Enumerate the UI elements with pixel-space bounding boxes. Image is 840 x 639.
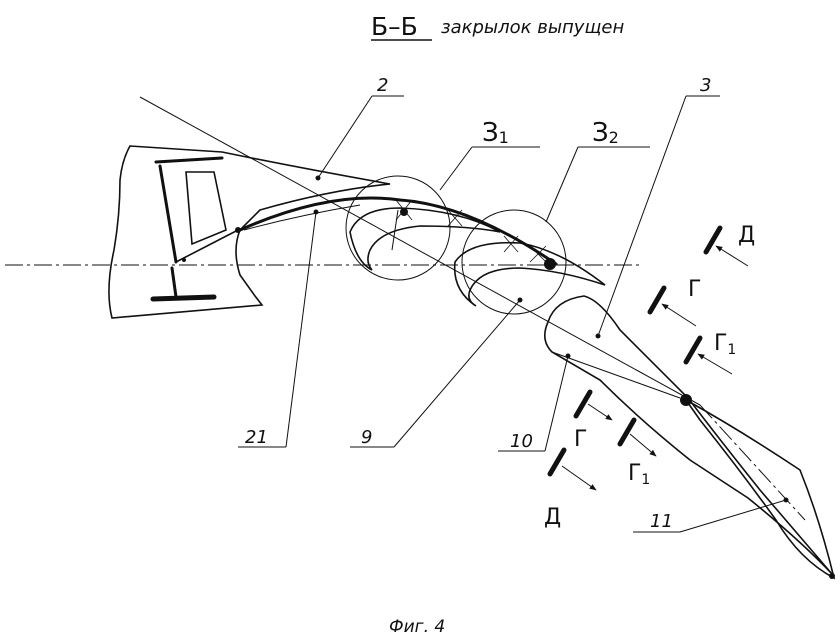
leader-dots — [313, 175, 789, 503]
view-marker-g1-top: Г1 — [683, 331, 736, 375]
main-flap — [544, 295, 833, 575]
view-marker-d-top: Д — [703, 223, 755, 267]
label-g-bottom: Г — [574, 427, 587, 452]
view-marker-g1-bottom: Г1 — [617, 417, 657, 488]
spar-cutout — [185, 171, 227, 246]
section-label: Б–Б — [371, 12, 418, 41]
vane-1-outline — [349, 207, 501, 271]
spar-diagonal — [175, 229, 239, 263]
view-marker-g-bottom: Г — [573, 389, 613, 452]
label-g-top: Г — [688, 277, 701, 302]
spar-bottom-post — [170, 266, 178, 299]
view-marker-d-bottom: Д — [544, 447, 597, 530]
hinge-point-aux — [182, 258, 186, 262]
spar-bottom-flange — [150, 294, 217, 302]
wing-outline — [108, 145, 391, 319]
callout-z1: З1 — [482, 118, 509, 148]
zone-crosshairs — [395, 199, 547, 263]
vane-1-rib — [391, 209, 399, 251]
flap-element-9 — [349, 207, 606, 307]
flap-tab-tip — [829, 573, 835, 579]
label-g1-top: Г1 — [714, 331, 736, 358]
wing-section — [108, 145, 391, 319]
label-g1-bottom: Г1 — [628, 461, 650, 488]
callout-2: 2 — [377, 75, 388, 96]
figure-caption: Фиг. 4 — [389, 617, 445, 637]
callout-10: 10 — [510, 431, 533, 452]
flap-outline — [544, 295, 833, 575]
flap-chord-line — [551, 351, 681, 399]
wing-lower-contour — [243, 204, 361, 231]
label-d-bottom: Д — [544, 505, 561, 530]
spar-top-flange — [154, 156, 224, 164]
spar-web — [158, 164, 178, 264]
pivot-point-2 — [544, 258, 556, 270]
callout-z2: З2 — [592, 118, 619, 148]
callout-21: 21 — [245, 427, 268, 448]
vane-2-outline — [453, 241, 606, 307]
callout-11: 11 — [650, 511, 673, 532]
callout-9: 9 — [361, 427, 372, 448]
section-caption: закрылок выпущен — [441, 17, 624, 38]
pivot-point-1 — [400, 208, 408, 216]
chord-reference-line — [139, 96, 701, 406]
detail-zone-z1 — [345, 175, 451, 281]
label-d-top: Д — [738, 223, 755, 248]
hinge-point-main — [235, 227, 241, 233]
flap-track-link — [238, 196, 558, 266]
detail-zone-z2 — [461, 209, 567, 315]
callout-3: 3 — [700, 75, 711, 96]
leader-lines — [238, 95, 787, 533]
view-marker-g-top: Г — [647, 277, 701, 327]
